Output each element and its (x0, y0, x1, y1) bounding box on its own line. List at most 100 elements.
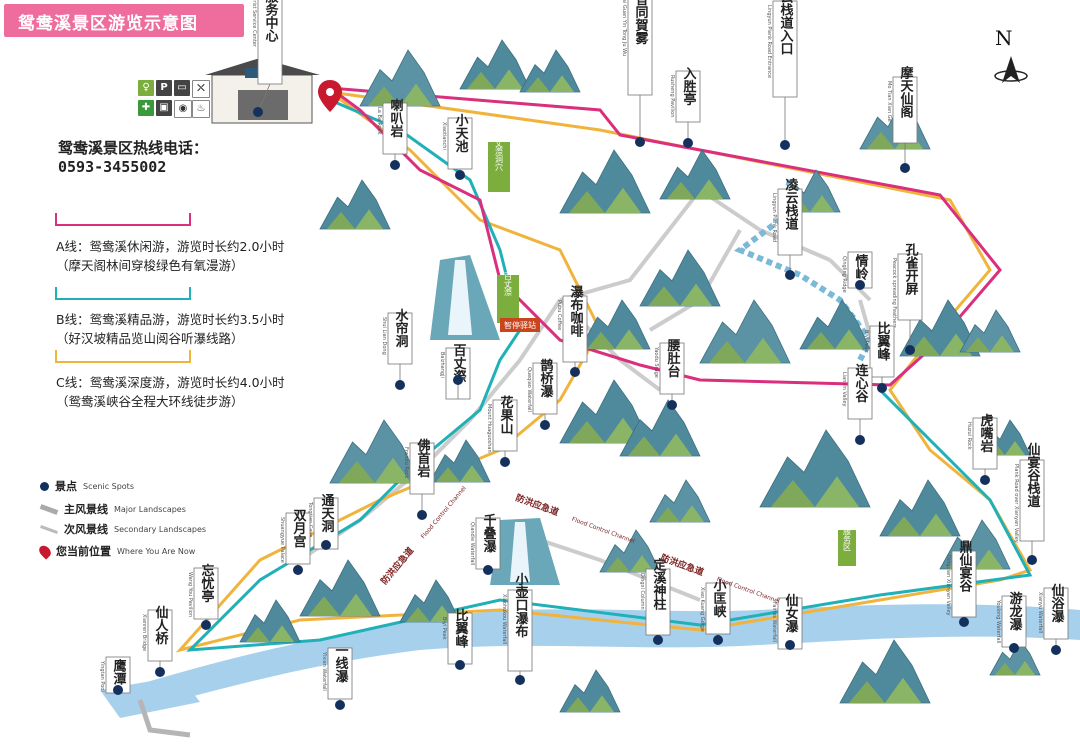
scenic-spot[interactable]: 通天洞Tongtian Cave (307, 493, 339, 550)
parking-icon: P (156, 80, 172, 96)
spot-label-box (147, 609, 173, 662)
spot-label-zh: 情岭 (853, 253, 869, 281)
facility-icons: ♀ P ▭ ⛌ ✚ ▣ ◉ ♨ (138, 80, 210, 118)
spot-dot (455, 170, 465, 180)
legend-en: Major Landscapes (114, 504, 186, 514)
spot-label-zh: 小匡峡 (711, 579, 727, 619)
scenic-spot[interactable]: 鹰潭 Yingtan Pool (99, 656, 131, 695)
spot-label-box (777, 188, 803, 256)
hall-placard: 百丈漈洞穴 (488, 131, 510, 192)
spot-label-en: Yingtan Pool (99, 660, 105, 692)
camera-icon: ◉ (174, 100, 192, 118)
spot-label-en: La Ba Rock (376, 107, 382, 135)
spot-dot (980, 475, 990, 485)
mountain (559, 379, 651, 444)
spot-label-en: Mount Huaguoshan (486, 404, 492, 453)
spot-label-zh: 瀑布咖啡 (568, 284, 584, 338)
title-banner: 鸳鸯溪景区游览示意图 (4, 4, 244, 37)
spot-label-box (257, 0, 283, 85)
mountain (299, 559, 381, 617)
spot-dot (500, 457, 510, 467)
hall-label: 服务区 (843, 527, 852, 551)
channel-zh: 防洪应急道 (378, 545, 416, 587)
spot-label-zh: 小天池 (453, 114, 469, 154)
spot-label-zh: 凌云栈道 (783, 177, 799, 231)
spot-label-en: Lianxin Valley (841, 372, 847, 406)
spot-label-en: Wang You Pavilion (187, 572, 193, 617)
spot-label-en: Yaodu Stage (653, 346, 659, 378)
spot-dot (417, 510, 427, 520)
legend-zh: 次风景线 (64, 523, 108, 536)
spot-label-zh: 忘忧亭 (199, 563, 215, 604)
spot-dot (785, 270, 795, 280)
spot-label-box (892, 76, 918, 144)
spot-label-zh: 虎嘴岩 (978, 413, 995, 454)
spot-label-zh: 鹰潭 (111, 658, 127, 686)
dot-icon (40, 481, 49, 491)
channel-zh: 防洪应急道 (514, 492, 560, 519)
spot-dot (390, 160, 400, 170)
spot-dot (201, 620, 211, 630)
scenic-spot[interactable]: 如来观音同賀雾Ru Lai Guan Yin Tong Ju Wu (621, 0, 653, 147)
waterfall-qiandie (490, 518, 560, 585)
route-c-desc: C线：鸳鸯溪深度游，游览时长约4.0小时 （鸳鸯溪峡谷全程大环线徒步游） (56, 373, 285, 411)
spot-label-zh: 千叠瀑 (481, 513, 497, 554)
spot-label-zh: 仙浴瀑 (1049, 583, 1065, 624)
mountain (459, 39, 531, 90)
restroom-icon: ♀ (138, 80, 154, 96)
spot-label-box (327, 647, 353, 700)
spot-label-en: Lingyun Plank Road Entrance (766, 5, 772, 78)
mountain (699, 299, 791, 364)
scenic-spot[interactable]: 喇叭岩 La Ba Rock (376, 98, 408, 170)
legend-scenic-spots: 景点 Scenic Spots (40, 478, 134, 494)
spot-label-box (772, 0, 798, 98)
north-compass-icon (994, 56, 1028, 83)
spot-label-box (627, 0, 653, 96)
spot-label-box (285, 512, 311, 565)
spot-dot (453, 375, 463, 385)
spot-label-zh: 小壶口瀑布 (513, 573, 529, 639)
spot-label-zh: 喇叭岩 (388, 98, 405, 139)
spot-label-box (659, 342, 685, 395)
spot-label-zh: 鹊桥瀑 (538, 358, 554, 399)
mountain (329, 419, 421, 484)
route-a-line2: （摩天阁林间穿梭绿色有氧漫游） (56, 258, 244, 273)
spot-label-en: Mo Tian Xian Ge (886, 81, 892, 122)
scenic-spot[interactable]: 忘忧亭 Wang You Pavilion (187, 563, 219, 630)
hall-label: 智停驿站 (504, 320, 536, 330)
spot-dot (713, 635, 723, 645)
